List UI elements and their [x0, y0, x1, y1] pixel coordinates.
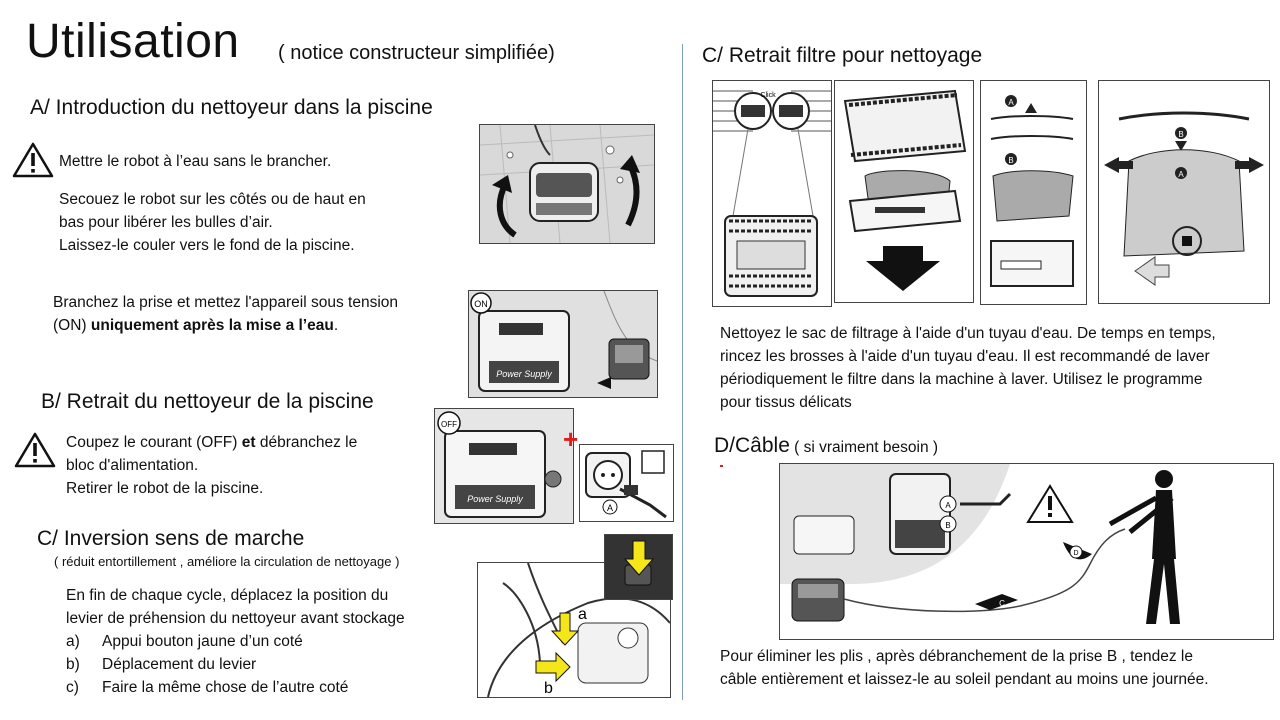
- section-a-heading: A/ Introduction du nettoyeur dans la pis…: [30, 96, 433, 119]
- section-d-title: D/Câble: [714, 434, 790, 457]
- step-letter-b: B: [1008, 156, 1013, 165]
- section-d-note: ( si vraiment besoin ): [789, 439, 939, 456]
- page-subtitle: ( notice constructeur simplifiée): [278, 42, 555, 64]
- section-b-text-prefix: Coupez le courant (OFF): [66, 434, 242, 451]
- power-supply-off-illustration: OFF Power Supply: [434, 408, 574, 524]
- section-a-text-line: Branchez la prise et mettez l'appareil s…: [53, 294, 399, 311]
- click-label: Click: [760, 92, 776, 99]
- filter-removal-illustration: [834, 80, 974, 303]
- column-divider: [682, 44, 683, 700]
- plus-sign: +: [563, 424, 579, 454]
- list-item-text: Déplacement du levier: [102, 656, 257, 673]
- filter-bag-illustration: B A: [1098, 80, 1270, 304]
- brand-label: Power Supply: [496, 369, 552, 379]
- section-c-filter-text-line: Nettoyez le sac de filtrage à l'aide d'u…: [720, 325, 1216, 342]
- section-b-heading: B/ Retrait du nettoyeur de la piscine: [41, 390, 374, 413]
- section-b-text-bold: et: [241, 434, 256, 451]
- page-title: Utilisation: [26, 15, 240, 68]
- step-letter-d: D: [1073, 550, 1078, 557]
- section-a-warning-text: Mettre le robot à l’eau sans le brancher…: [59, 153, 332, 170]
- list-item-key: c): [66, 679, 79, 696]
- section-c-filter-text-line: périodiquement le filtre dans la machine…: [720, 371, 1203, 388]
- section-d-text-line: câble entièrement et laissez-le au solei…: [720, 671, 1209, 688]
- fig-label-b: b: [544, 680, 553, 697]
- section-b-text-line: Retirer le robot de la piscine.: [66, 480, 264, 497]
- step-letter-a: A: [945, 501, 951, 510]
- section-b-text-suffix: débranchez le: [255, 434, 358, 451]
- section-c-inversion-heading: C/ Inversion sens de marche: [37, 527, 305, 550]
- step-letter-c: C: [999, 599, 1005, 608]
- list-item: c) Faire la même chose de l’autre coté: [66, 676, 405, 699]
- brand-label: Power Supply: [467, 494, 523, 504]
- section-a-text-suffix: .: [333, 317, 339, 334]
- plug-letter: A: [607, 503, 613, 513]
- list-item-key: b): [66, 656, 80, 673]
- list-item-text: Faire la même chose de l’autre coté: [102, 679, 349, 696]
- cable-straightening-illustration: A B C D: [779, 463, 1274, 640]
- section-a-text-line: Laissez-le couler vers le fond de la pis…: [59, 237, 355, 254]
- section-b-text-line: bloc d'alimentation.: [66, 457, 199, 474]
- power-supply-on-illustration: ON Power Supply: [468, 290, 658, 398]
- section-d-text-line: Pour éliminer les plis , après débranche…: [720, 648, 1193, 665]
- section-c-text-line: En fin de chaque cycle, déplacez la posi…: [66, 587, 389, 604]
- filter-click-illustration: Click: [712, 80, 832, 307]
- off-tag-label: OFF: [441, 420, 457, 429]
- on-tag-label: ON: [474, 299, 488, 309]
- section-a-text-line: (ON) uniquement après la mise a l’eau.: [53, 314, 398, 337]
- wall-socket-illustration: A: [579, 444, 674, 522]
- list-item-key: a): [66, 633, 80, 650]
- step-letter-b: B: [945, 521, 950, 530]
- warning-icon: [12, 142, 54, 178]
- yellow-button-inset: [604, 534, 673, 600]
- robot-immersion-illustration: [479, 124, 655, 244]
- step-letter-a: A: [1178, 170, 1184, 179]
- section-a-text-line: bas pour libérer les bulles d’air.: [59, 214, 273, 231]
- section-a-text-prefix: (ON): [53, 317, 91, 334]
- section-c-filter-text-line: pour tissus délicats: [720, 394, 852, 411]
- list-item: a) Appui bouton jaune d’un coté: [66, 630, 405, 653]
- fig-label-a: a: [578, 606, 587, 623]
- list-item: b) Déplacement du levier: [66, 653, 405, 676]
- list-item-text: Appui bouton jaune d’un coté: [102, 633, 303, 650]
- warning-icon: [14, 432, 56, 468]
- section-a-text-bold: uniquement après la mise a l’eau: [90, 317, 334, 334]
- section-c-filter-heading: C/ Retrait filtre pour nettoyage: [702, 44, 983, 67]
- section-c-text-line: levier de préhension du nettoyeur avant …: [66, 610, 405, 627]
- section-c-inversion-subheading: ( réduit entortillement , améliore la ci…: [54, 554, 400, 569]
- step-letter-b: B: [1178, 130, 1183, 139]
- step-letter-a: A: [1008, 98, 1014, 107]
- section-d-heading: D/Câble ( si vraiment besoin ): [714, 434, 938, 458]
- section-a-text-line: Secouez le robot sur les côtés ou de hau…: [59, 191, 366, 208]
- section-c-filter-text-line: rincez les brosses à l'aide d'un tuyau d…: [720, 348, 1210, 365]
- filter-unclip-illustration: A B: [980, 80, 1087, 305]
- red-dot-mark: [720, 465, 723, 467]
- section-b-text-line: Coupez le courant (OFF) et débranchez le: [66, 431, 357, 454]
